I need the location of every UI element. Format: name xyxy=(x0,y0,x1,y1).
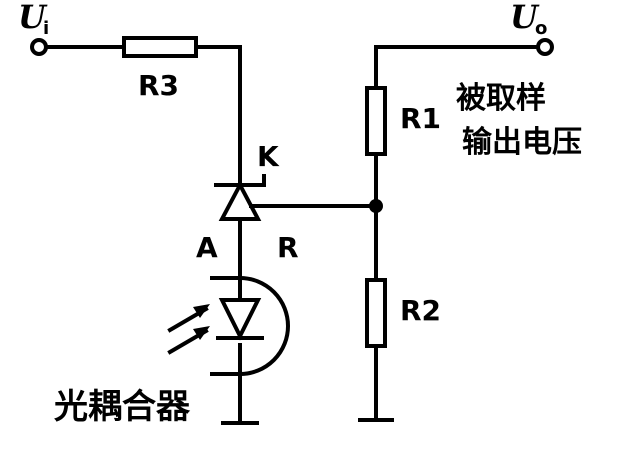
input-terminal xyxy=(30,38,48,56)
sampled-voltage-line1: 被取样 xyxy=(456,81,546,116)
sampled-voltage-line2: 输出电压 xyxy=(462,125,582,160)
r1-label: R1 xyxy=(400,102,441,135)
r-label: R xyxy=(277,231,299,264)
r1-resistor xyxy=(365,86,387,156)
r2-resistor xyxy=(365,278,387,348)
input-label-sub: i xyxy=(43,18,49,39)
a-label: A xyxy=(196,231,218,264)
optocoupler-package xyxy=(210,276,290,376)
output-label-main: U xyxy=(510,0,540,36)
light-arrow-1-head xyxy=(193,304,210,318)
r3-resistor xyxy=(122,36,198,58)
output-label-sub: o xyxy=(535,18,547,39)
output-terminal xyxy=(536,38,554,56)
optocoupler-label: 光耦合器 xyxy=(54,387,191,427)
r2-label: R2 xyxy=(400,294,441,327)
input-label-main: U xyxy=(18,0,48,36)
k-label: K xyxy=(257,140,280,173)
led-symbol xyxy=(218,298,262,341)
regulator-symbol xyxy=(218,180,262,221)
r3-label: R3 xyxy=(138,69,179,102)
light-arrow-2-head xyxy=(193,326,210,340)
